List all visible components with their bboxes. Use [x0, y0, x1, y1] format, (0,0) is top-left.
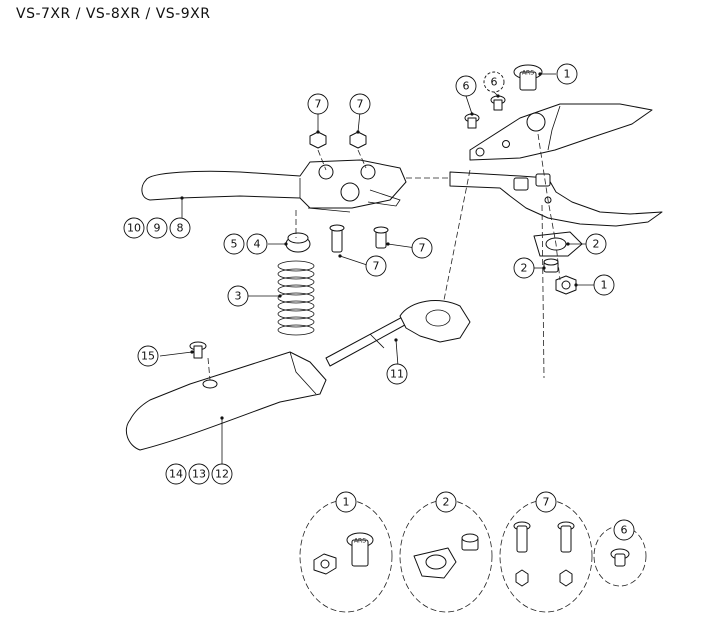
diagram-title: VS-7XR / VS-8XR / VS-9XR — [16, 6, 211, 22]
svg-text:6: 6 — [463, 80, 470, 93]
callout-6-a: 6 — [455, 75, 477, 97]
callout-2-lock: 2 — [513, 257, 535, 279]
svg-text:1: 1 — [601, 279, 608, 292]
upper-handle — [141, 159, 407, 213]
screw-6-b — [490, 95, 506, 111]
svg-text:2: 2 — [521, 262, 528, 275]
callout-3: 3 — [227, 285, 249, 307]
blade-bolt-top: ARS — [513, 64, 543, 91]
callout-8: 8 — [169, 217, 191, 239]
svg-text:7: 7 — [373, 260, 380, 273]
callout-9: 9 — [146, 217, 168, 239]
svg-text:7: 7 — [357, 98, 364, 111]
nut-1 — [555, 275, 577, 295]
callout-11: 11 — [386, 363, 408, 385]
svg-text:9: 9 — [154, 222, 161, 235]
callout-15: 15 — [137, 345, 159, 367]
latch-rod — [325, 300, 471, 367]
svg-text:5: 5 — [231, 238, 238, 251]
kit-1: 1 ARS — [299, 491, 393, 613]
svg-text:15: 15 — [141, 350, 155, 363]
bolt-7-left — [329, 224, 345, 253]
svg-text:11: 11 — [390, 368, 404, 381]
kit-7: 7 — [499, 491, 593, 613]
svg-text:2: 2 — [443, 496, 450, 509]
svg-text:ARS: ARS — [354, 538, 366, 545]
svg-text:7: 7 — [543, 496, 550, 509]
callout-13: 13 — [188, 463, 210, 485]
svg-text:6: 6 — [621, 524, 628, 537]
callout-1-nut: 1 — [593, 274, 615, 296]
svg-text:3: 3 — [235, 290, 242, 303]
spring — [277, 260, 315, 336]
svg-text:1: 1 — [343, 496, 350, 509]
callout-7-bolt-left: 7 — [365, 255, 387, 277]
svg-text:10: 10 — [127, 222, 141, 235]
lower-blade — [449, 171, 663, 227]
upper-blade — [469, 103, 653, 161]
svg-text:8: 8 — [177, 222, 184, 235]
lock-2 — [543, 258, 559, 273]
svg-text:7: 7 — [315, 98, 322, 111]
kit-2: 2 — [399, 491, 493, 613]
callout-7-nut-left: 7 — [307, 93, 329, 115]
screw-15 — [189, 341, 207, 359]
callout-2-washer: 2 — [585, 233, 607, 255]
callout-14: 14 — [165, 463, 187, 485]
svg-text:1: 1 — [564, 68, 571, 81]
svg-text:14: 14 — [169, 468, 183, 481]
callout-10: 10 — [123, 217, 145, 239]
svg-text:12: 12 — [215, 468, 229, 481]
callout-1-top: 1 — [556, 63, 578, 85]
screw-6-a — [464, 113, 480, 129]
callout-12: 12 — [211, 463, 233, 485]
spring-cap — [285, 232, 311, 253]
callout-4: 4 — [246, 233, 268, 255]
lower-handle — [125, 351, 327, 451]
callout-7-bolt-right: 7 — [411, 237, 433, 259]
callout-7-nut-right: 7 — [349, 93, 371, 115]
svg-text:2: 2 — [593, 238, 600, 251]
callout-6-b: 6 — [483, 71, 505, 93]
svg-text:6: 6 — [491, 76, 498, 89]
svg-text:13: 13 — [192, 468, 206, 481]
nut-7-left — [309, 131, 327, 149]
kit-6: 6 — [593, 519, 647, 587]
svg-text:7: 7 — [419, 242, 426, 255]
nut-7-right — [349, 131, 367, 149]
callout-5: 5 — [223, 233, 245, 255]
bolt-7-right — [373, 226, 389, 249]
svg-text:4: 4 — [254, 238, 261, 251]
svg-text:ARS: ARS — [522, 70, 534, 77]
